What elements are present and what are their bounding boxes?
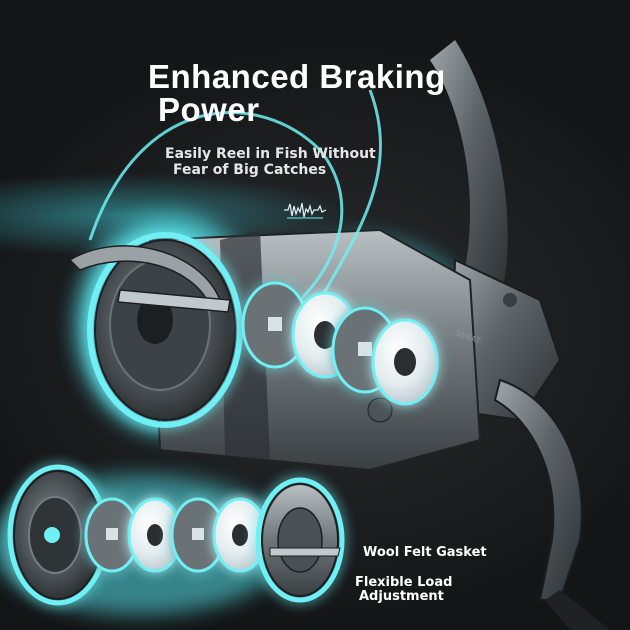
spool-cap xyxy=(7,464,109,606)
feature-wool-felt-gasket: Wool Felt Gasket xyxy=(363,545,487,560)
felt-washer-3 xyxy=(127,497,183,573)
waveform-logo-icon xyxy=(284,202,327,219)
feature-flexible-load-adjustment: Flexible Load Adjustment xyxy=(355,576,452,604)
felt-washer-2 xyxy=(371,318,439,406)
headline-line-1: Enhanced Braking xyxy=(148,58,446,95)
subheadline-line-2: Fear of Big Catches xyxy=(173,162,327,178)
main-washer-stack xyxy=(241,281,439,406)
exploded-spool-assembly xyxy=(7,464,345,606)
spool-base xyxy=(255,477,345,603)
washer-dark-4 xyxy=(170,497,226,573)
felt-washer-4 xyxy=(212,497,268,573)
headline-line-2: Power xyxy=(158,91,260,128)
washer-dark-1 xyxy=(241,281,309,369)
headline: Enhanced Braking Power xyxy=(148,60,446,126)
feature-label-line-2: Adjustment xyxy=(359,589,444,604)
subheadline-line-1: Easily Reel in Fish Without xyxy=(165,146,376,162)
subheadline: Easily Reel in Fish Without Fear of Big … xyxy=(165,146,376,178)
feature-label-line-1: Flexible Load xyxy=(355,575,453,590)
